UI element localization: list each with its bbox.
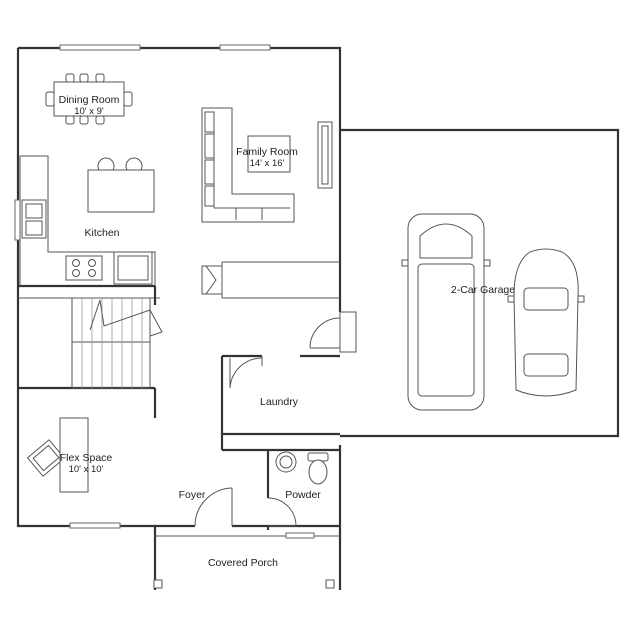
powder-label: Powder — [285, 489, 321, 501]
dining-room-size: 10' x 9' — [74, 106, 104, 117]
garage-label: 2-Car Garage — [451, 284, 515, 296]
front-door — [194, 487, 233, 527]
family-room-label: Family Room — [236, 146, 298, 158]
flex-space-label: Flex Space — [60, 452, 113, 464]
laundry-door — [229, 356, 263, 389]
garage-car — [507, 248, 585, 397]
windows — [14, 44, 315, 539]
room-labels: Dining Room 10' x 9' Family Room 14' x 1… — [59, 94, 516, 569]
garage-van — [401, 213, 491, 411]
family-room-size: 14' x 16' — [250, 158, 285, 169]
covered-porch-label: Covered Porch — [208, 557, 278, 569]
laundry-label: Laundry — [260, 396, 299, 408]
staircase — [71, 297, 163, 389]
hall-closet — [201, 265, 223, 295]
powder-fixtures — [267, 451, 329, 527]
garage-outline — [338, 128, 620, 438]
garage-entry — [309, 311, 357, 353]
tv-unit — [317, 121, 333, 189]
kitchen-label: Kitchen — [84, 227, 119, 239]
interior-walls — [18, 261, 340, 530]
foyer-label: Foyer — [179, 489, 206, 501]
flex-space-size: 10' x 10' — [69, 464, 104, 475]
flex-furniture — [26, 417, 89, 493]
kitchen-counter — [19, 155, 156, 286]
sectional-sofa — [201, 107, 295, 223]
kitchen-island — [87, 157, 155, 213]
exterior-walls — [16, 46, 342, 590]
dining-table — [45, 73, 133, 125]
dining-room-label: Dining Room — [59, 94, 120, 106]
